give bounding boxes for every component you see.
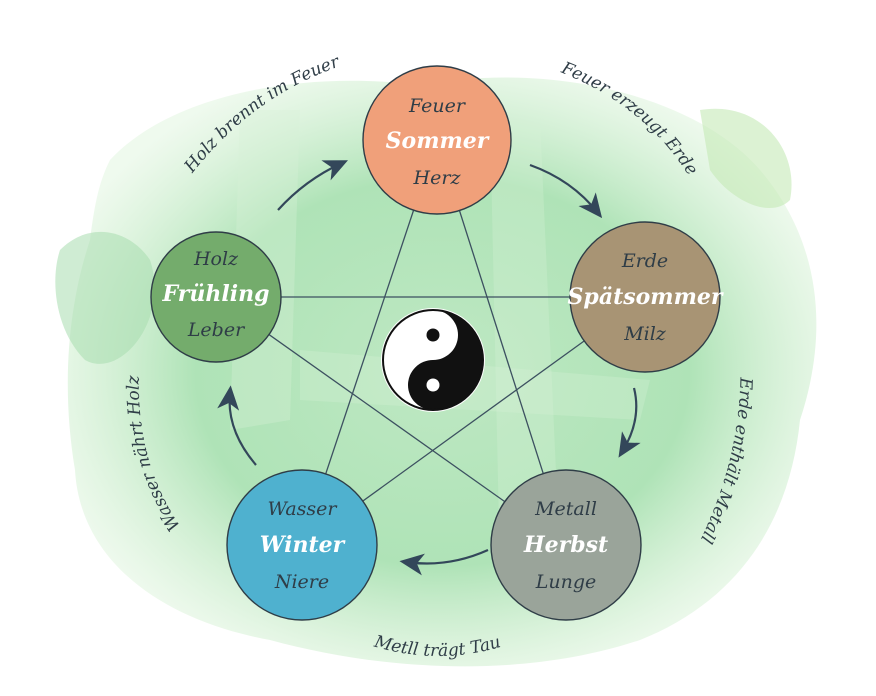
arrow-earth-to-metal xyxy=(618,387,641,458)
phase-fire-circle xyxy=(362,65,512,215)
arrow-water-to-wood xyxy=(217,385,257,466)
phase-water-name: Wasser xyxy=(267,498,338,520)
phase-metal-name: Metall xyxy=(534,498,597,520)
phase-wood: Holz Frühling Leber xyxy=(150,231,282,363)
phase-wood-circle xyxy=(150,231,282,363)
cycle-arrows xyxy=(217,160,641,576)
phase-wood-organ: Leber xyxy=(187,319,246,341)
arrow-wood-to-fire xyxy=(277,160,348,211)
phase-metal-circle xyxy=(490,469,642,621)
phase-water-season: Winter xyxy=(260,532,346,558)
phase-earth-circle xyxy=(569,221,721,373)
arrow-fire-to-earth xyxy=(529,163,603,219)
yin-yang-icon xyxy=(381,308,485,412)
phase-earth-season: Spätsommer xyxy=(568,284,724,310)
phase-water: Wasser Winter Niere xyxy=(226,469,378,621)
arrow-metal-to-water xyxy=(399,548,489,576)
phase-fire-name: Feuer xyxy=(408,95,467,117)
phase-wood-season: Frühling xyxy=(162,281,270,307)
phase-fire: Feuer Sommer Herz xyxy=(362,65,512,215)
phase-water-organ: Niere xyxy=(274,571,329,593)
phase-earth-organ: Milz xyxy=(623,323,667,345)
phase-metal-season: Herbst xyxy=(523,532,608,558)
phase-earth-name: Erde xyxy=(621,250,668,272)
phase-water-circle xyxy=(226,469,378,621)
phase-metal: Metall Herbst Lunge xyxy=(490,469,642,621)
phase-metal-organ: Lunge xyxy=(535,571,597,593)
phase-wood-name: Holz xyxy=(193,248,239,270)
phase-earth: Erde Spätsommer Milz xyxy=(568,221,724,373)
phase-fire-organ: Herz xyxy=(413,167,462,189)
phase-fire-season: Sommer xyxy=(386,128,490,154)
